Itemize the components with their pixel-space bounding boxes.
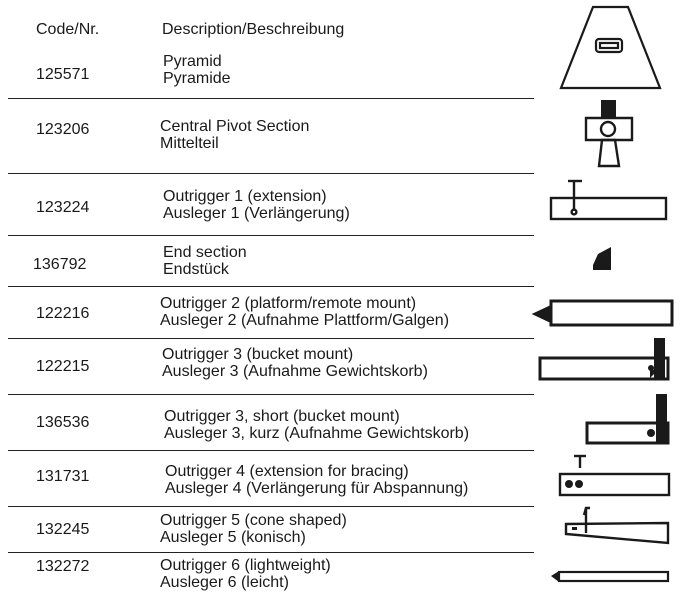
part-name-en: Outrigger 5 (cone shaped)	[160, 512, 347, 529]
part-description: Outrigger 5 (cone shaped) Ausleger 5 (ko…	[160, 512, 347, 546]
central-pivot-icon	[584, 100, 634, 168]
header-description: Description/Beschreibung	[162, 21, 345, 38]
part-name-de: Ausleger 6 (leicht)	[160, 574, 289, 591]
outrigger-3-short-icon	[585, 394, 670, 445]
part-name-de: Ausleger 1 (Verlängerung)	[163, 205, 350, 222]
part-name-de: Ausleger 4 (Verlängerung für Abspannung)	[165, 480, 469, 497]
part-name-en: Outrigger 3 (bucket mount)	[162, 346, 354, 363]
part-code: 136536	[36, 414, 90, 431]
header-code: Code/Nr.	[36, 21, 100, 38]
pyramid-icon	[559, 5, 662, 90]
part-name-en: Outrigger 1 (extension)	[163, 188, 327, 205]
part-description: End section Endstück	[163, 244, 247, 278]
outrigger-3-icon	[538, 338, 670, 381]
row-divider	[8, 394, 534, 395]
part-code: 136792	[33, 256, 87, 273]
part-description: Outrigger 3 (bucket mount) Ausleger 3 (A…	[162, 346, 428, 380]
row-divider	[8, 235, 534, 236]
part-description: Outrigger 2 (platform/remote mount) Ausl…	[160, 295, 449, 329]
part-name-en: Outrigger 6 (lightweight)	[160, 557, 331, 574]
part-name-en: End section	[163, 244, 247, 261]
part-name-en: Outrigger 4 (extension for bracing)	[165, 463, 409, 480]
part-code: 123206	[36, 121, 90, 138]
part-code: 122216	[36, 305, 90, 322]
row-divider	[8, 552, 534, 553]
part-name-en: Central Pivot Section	[160, 118, 310, 135]
part-description: Outrigger 1 (extension) Ausleger 1 (Verl…	[163, 188, 350, 222]
part-code: 131731	[36, 468, 90, 485]
part-name-de: Ausleger 2 (Aufnahme Plattform/Galgen)	[160, 312, 450, 329]
part-code: 123224	[36, 199, 90, 216]
part-name-de: Mittelteil	[160, 135, 219, 152]
row-divider	[8, 450, 534, 451]
part-code: 125571	[36, 66, 90, 83]
outrigger-4-icon	[558, 454, 671, 497]
part-name-de: Pyramide	[163, 70, 231, 87]
part-description: Outrigger 4 (extension for bracing) Ausl…	[165, 463, 468, 497]
part-description: Outrigger 3, short (bucket mount) Ausleg…	[164, 408, 469, 442]
part-code: 122215	[36, 358, 90, 375]
end-section-icon	[593, 247, 611, 270]
row-divider	[8, 286, 534, 287]
part-name-de: Ausleger 5 (konisch)	[160, 529, 306, 546]
outrigger-6-icon	[551, 570, 670, 583]
part-description: Central Pivot Section Mittelteil	[160, 118, 309, 152]
outrigger-2-icon	[531, 299, 674, 327]
row-divider	[8, 98, 534, 99]
outrigger-1-icon	[549, 179, 668, 221]
part-code: 132245	[36, 521, 90, 538]
part-description: Outrigger 6 (lightweight) Ausleger 6 (le…	[160, 557, 331, 591]
part-description: Pyramid Pyramide	[163, 53, 231, 87]
part-name-en: Outrigger 3, short (bucket mount)	[164, 408, 400, 425]
part-code: 132272	[36, 558, 90, 575]
row-divider	[8, 506, 534, 507]
part-name-en: Outrigger 2 (platform/remote mount)	[160, 295, 417, 312]
part-name-de: Ausleger 3 (Aufnahme Gewichtskorb)	[162, 363, 428, 380]
part-name-de: Ausleger 3, kurz (Aufnahme Gewichtskorb)	[164, 425, 470, 442]
part-name-en: Pyramid	[163, 53, 222, 70]
outrigger-5-icon	[564, 506, 670, 545]
row-divider	[8, 173, 534, 174]
part-name-de: Endstück	[163, 261, 229, 278]
row-divider	[8, 338, 534, 339]
